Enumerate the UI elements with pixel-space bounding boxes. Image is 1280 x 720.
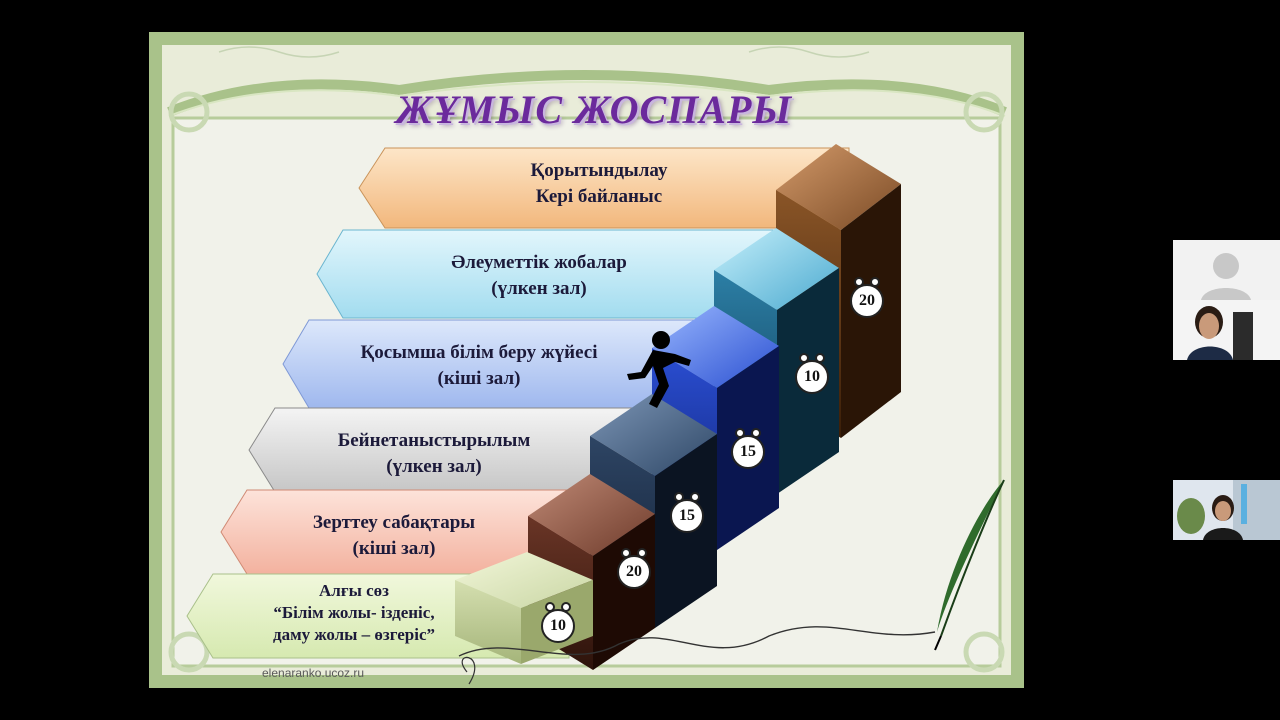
user-avatar-icon [1173,240,1280,300]
step-5-label: Әлеуметтік жобалар (үлкен зал) [364,250,714,302]
watermark: elenaranko.ucoz.ru [262,666,365,680]
step-3-minutes: 15 [679,507,695,524]
participant-video-1[interactable] [1173,300,1280,360]
step-4-label: Қосымша білім беру жүйесі (кіші зал) [314,340,644,392]
step-4-minutes: 15 [740,443,756,460]
step-6-line2: Кері байланыс [535,186,663,207]
participant-video-2[interactable] [1173,480,1280,540]
participant-1-image [1173,300,1280,360]
step-5-line1: Әлеуметтік жобалар [451,252,627,273]
participant-2-image [1173,480,1280,540]
running-person-icon [627,331,691,408]
step-3-label: Бейнетаныстырылым (үлкен зал) [289,428,579,480]
feather-pen-icon [934,479,1005,651]
step-1-minutes: 10 [550,617,566,634]
slide-title: ЖҰМЫС ЖОСПАРЫ [395,87,793,132]
step-1-label: Алғы сөз “Білім жолы- ізденіс, даму жолы… [229,580,479,646]
step-1-line2: “Білім жолы- ізденіс, [273,603,435,622]
slide-background [149,32,1024,688]
step-1-line1: Алғы сөз [319,581,389,600]
step-3-line2: (үлкен зал) [386,456,482,477]
participant-tile-placeholder[interactable] [1173,240,1280,300]
step-2-line1: Зерттеу сабақтары [312,512,476,533]
step-6-label: Қорытындылау Кері байланыс [404,158,794,210]
step-1-line3: даму жолы – өзгеріс” [272,625,435,644]
step-6-minutes: 20 [859,292,875,309]
presentation-slide: ЖҰМЫС ЖОСПАРЫ Алғы сөз “Білім жолы- ізде… [149,32,1024,688]
step-2-label: Зерттеу сабақтары (кіші зал) [259,510,529,562]
alarm-clock-icon [541,277,884,643]
step-4-line1: Қосымша білім беру жүйесі [360,342,598,363]
step-3-line1: Бейнетаныстырылым [337,430,531,451]
step-5-minutes: 10 [804,368,820,385]
step-2-line2: (кіші зал) [352,538,436,559]
step-5-line2: (үлкен зал) [491,278,587,299]
step-2-minutes: 20 [626,563,642,580]
step-6-line1: Қорытындылау [530,160,668,181]
step-4-line2: (кіші зал) [437,368,521,389]
